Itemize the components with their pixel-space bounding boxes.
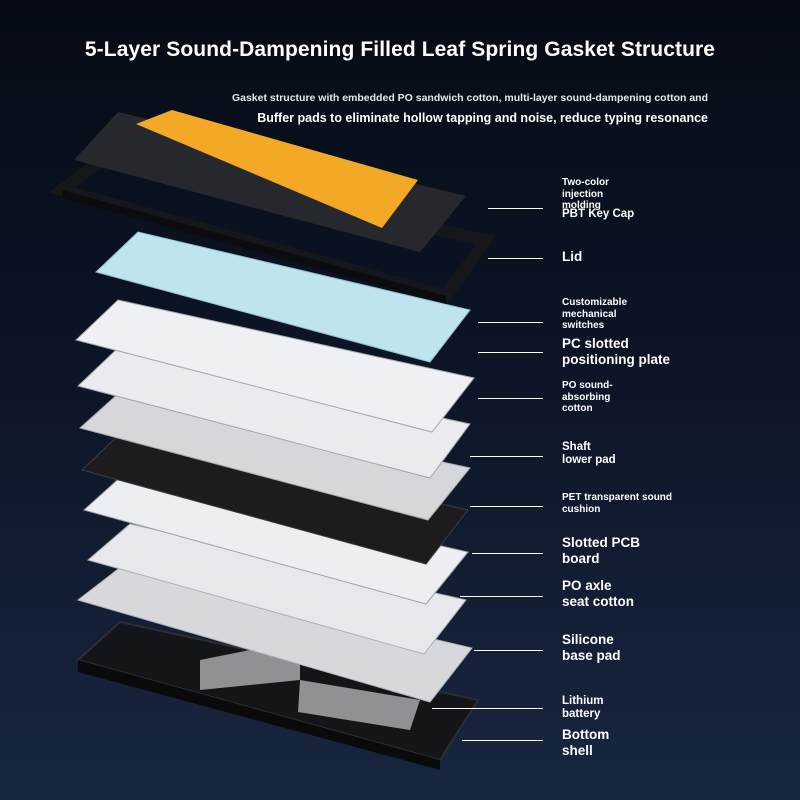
pc-plate-body <box>75 299 475 433</box>
po-axle-layer <box>86 523 467 655</box>
pc-plate-layer <box>75 299 475 433</box>
label-bottom: Bottom shell <box>562 727 610 758</box>
label-keycap-note: Two-color injection molding <box>562 177 610 211</box>
leader-bottom <box>462 740 543 741</box>
switches-body <box>95 231 471 363</box>
label-lid: Lid <box>562 249 583 264</box>
leader-silicone <box>474 650 543 651</box>
pcb-body <box>82 473 469 605</box>
leader-pcb <box>472 553 543 554</box>
lid-layer <box>48 153 497 304</box>
leader-po-sound <box>478 398 543 399</box>
subtitle-line-2: Buffer pads to eliminate hollow tapping … <box>257 111 708 125</box>
label-silicone: Silicone base pad <box>562 632 621 663</box>
pcb-layer <box>82 473 469 605</box>
lid-edge <box>62 190 446 304</box>
label-switches: Customizable mechanical switches <box>562 297 628 331</box>
label-po-axle: PO axle seat cotton <box>562 578 635 609</box>
leader-lid <box>488 258 543 259</box>
po-axle-body <box>86 523 467 655</box>
shaft-pad-body <box>78 391 471 521</box>
leader-pc-plate <box>478 352 543 353</box>
label-battery: Lithium battery <box>562 695 604 721</box>
pet-cushion-body <box>81 431 469 565</box>
po-sound-body <box>77 347 471 479</box>
battery-block-2 <box>298 680 420 730</box>
silicone-base-body <box>76 565 473 703</box>
label-pc-plate: PC slotted positioning plate <box>562 336 670 367</box>
lid-frame <box>48 153 497 303</box>
label-pet-cushion: PET transparent sound cushion <box>562 492 673 515</box>
pet-cushion-layer <box>81 431 469 565</box>
leader-battery <box>432 708 543 709</box>
bottom-shell-edge <box>78 660 440 770</box>
label-po-sound: PO sound- absorbing cotton <box>562 380 613 414</box>
silicone-base-layer <box>76 565 473 703</box>
po-sound-layer <box>77 347 471 479</box>
label-pcb: Slotted PCB board <box>562 535 641 566</box>
leader-shaft-pad <box>470 456 543 457</box>
switches-layer <box>95 231 471 363</box>
leader-keycap <box>488 208 543 209</box>
leader-pet-cushion <box>470 506 543 507</box>
page-title: 5-Layer Sound-Dampening Filled Leaf Spri… <box>84 38 716 61</box>
subtitle-line-1: Gasket structure with embedded PO sandwi… <box>231 92 708 104</box>
label-keycap: PBT Key Cap <box>562 208 635 220</box>
leader-po-axle <box>460 596 543 597</box>
leader-switches <box>478 322 543 323</box>
keycap-layer <box>74 110 466 252</box>
label-shaft-pad: Shaft lower pad <box>562 441 616 467</box>
keycap-orange-area <box>136 110 418 228</box>
shaft-pad-layer <box>78 391 471 521</box>
